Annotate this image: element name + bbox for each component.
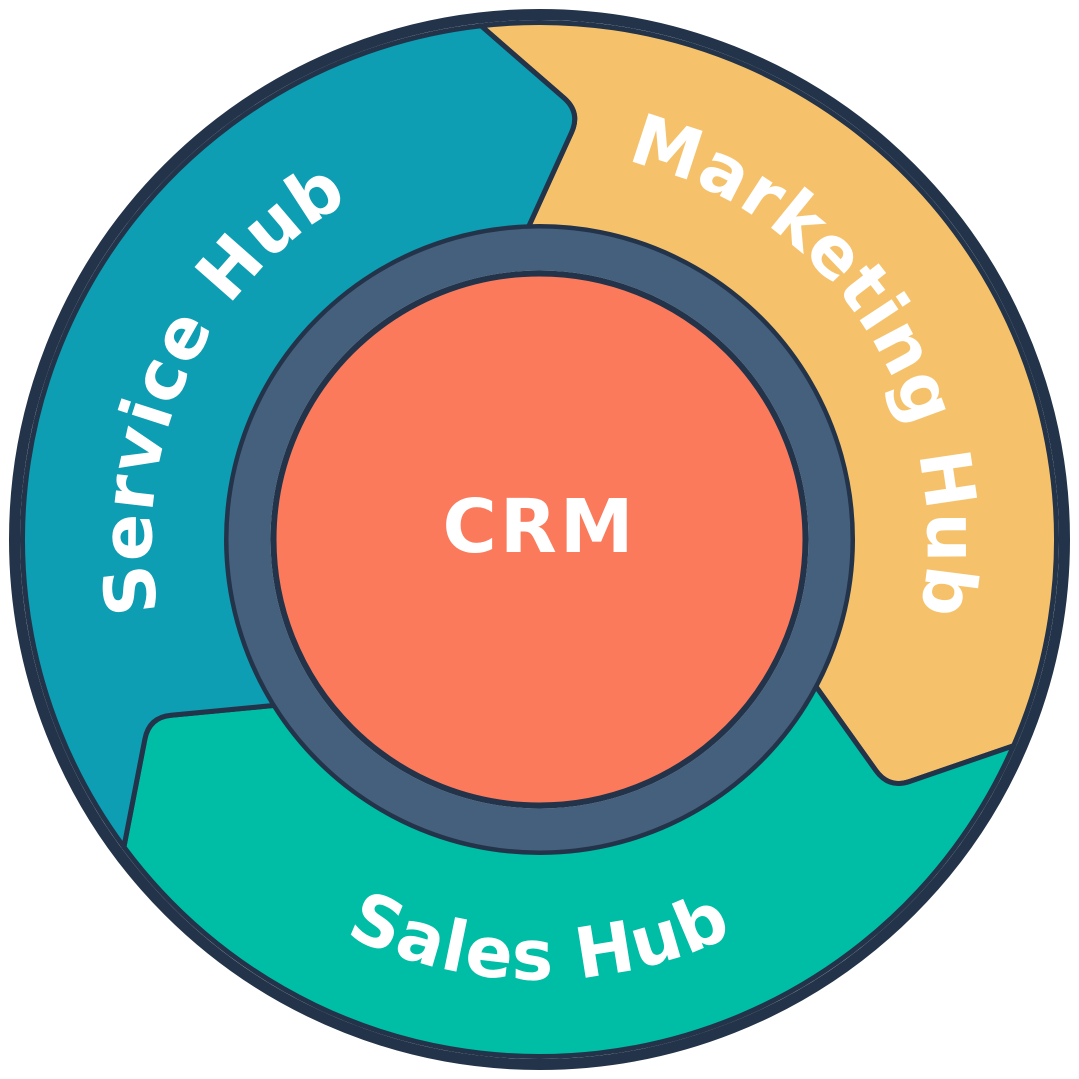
outer-rim-circle — [9, 9, 1070, 1070]
rings-group — [9, 9, 1070, 1070]
crm-label: CRM — [443, 484, 637, 570]
segment-service-hub — [20, 23, 578, 850]
inner-ring — [228, 228, 851, 851]
crm-core-circle — [270, 270, 809, 809]
segments-group — [20, 19, 1059, 1059]
